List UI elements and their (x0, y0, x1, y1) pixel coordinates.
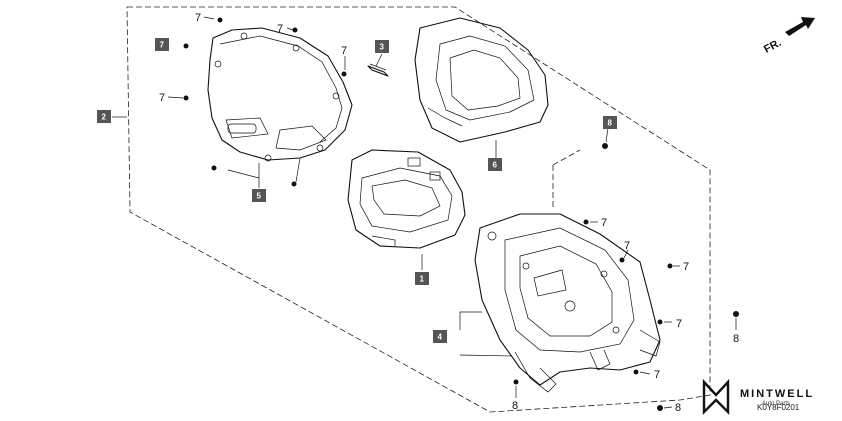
clip-part (367, 63, 389, 77)
label-box-7 (155, 38, 169, 51)
label-7: 7 (160, 41, 165, 50)
upper-cover-part (207, 27, 353, 162)
screw-icon (183, 43, 189, 49)
label-4: 4 (438, 333, 443, 342)
screw-icon (292, 27, 298, 33)
brand-tagline: Auto Parts (762, 401, 790, 407)
screw-icon (657, 319, 663, 325)
callout-8: 8 (733, 333, 739, 345)
screw-icon (602, 143, 608, 149)
part-code: K0Y8F0201 (757, 403, 800, 412)
callout-7: 7 (624, 240, 630, 252)
label-8: 8 (608, 119, 613, 128)
screw-icon (633, 369, 639, 375)
callout-7: 7 (277, 23, 283, 35)
label-3: 3 (380, 43, 385, 52)
boxed-labels: 2 7 3 5 6 8 1 4 (97, 38, 617, 343)
screw-icon (217, 17, 223, 23)
callout-7: 7 (676, 318, 682, 330)
callout-7: 8 (512, 400, 518, 412)
screw-icons (183, 17, 739, 411)
meter-unit-part (347, 149, 466, 249)
callout-7: 7 (159, 92, 165, 104)
label-box-5 (252, 189, 266, 202)
watermark: MINTWELL Auto Parts K0Y8F0201 (702, 378, 814, 415)
label-1: 1 (420, 275, 425, 284)
label-5: 5 (257, 192, 262, 201)
callout-7: 7 (195, 12, 201, 24)
callout-7: 7 (654, 369, 660, 381)
callout-7: 7 (601, 217, 607, 229)
label-box-1 (415, 272, 429, 285)
label-6: 6 (493, 161, 498, 170)
lower-case-part (474, 213, 661, 393)
screw-icon (657, 405, 663, 411)
screw-icon (513, 379, 519, 385)
screw-icon (183, 95, 189, 101)
frame-gasket-part (414, 17, 549, 143)
screw-icon (291, 181, 297, 187)
screw-icon (733, 311, 739, 317)
label-2: 2 (102, 113, 107, 122)
callout-7: 7 (341, 45, 347, 57)
label-box-8 (603, 116, 617, 129)
front-direction-arrow: FR. (762, 17, 815, 56)
brand-name: MINTWELL (740, 388, 814, 400)
screw-icon (583, 219, 589, 225)
screw-icon (211, 165, 217, 171)
callout-8: 8 (675, 402, 681, 414)
direction-label: FR. (762, 37, 783, 56)
label-box-2 (97, 110, 111, 123)
assembly-boundary (126, 6, 711, 413)
label-box-6 (488, 158, 502, 171)
label-box-4 (433, 330, 447, 343)
label-box-3 (375, 40, 389, 53)
screw-icon (667, 263, 673, 269)
inner-boundary (552, 149, 581, 208)
leader-lines (112, 16, 737, 409)
screw-icon (341, 71, 347, 77)
screw-icon (619, 257, 625, 263)
callout-numbers: 7 7 7 7 7 7 7 7 7 8 8 8 (159, 12, 739, 414)
callout-7: 7 (683, 261, 689, 273)
brand-logo-icon (702, 378, 730, 415)
